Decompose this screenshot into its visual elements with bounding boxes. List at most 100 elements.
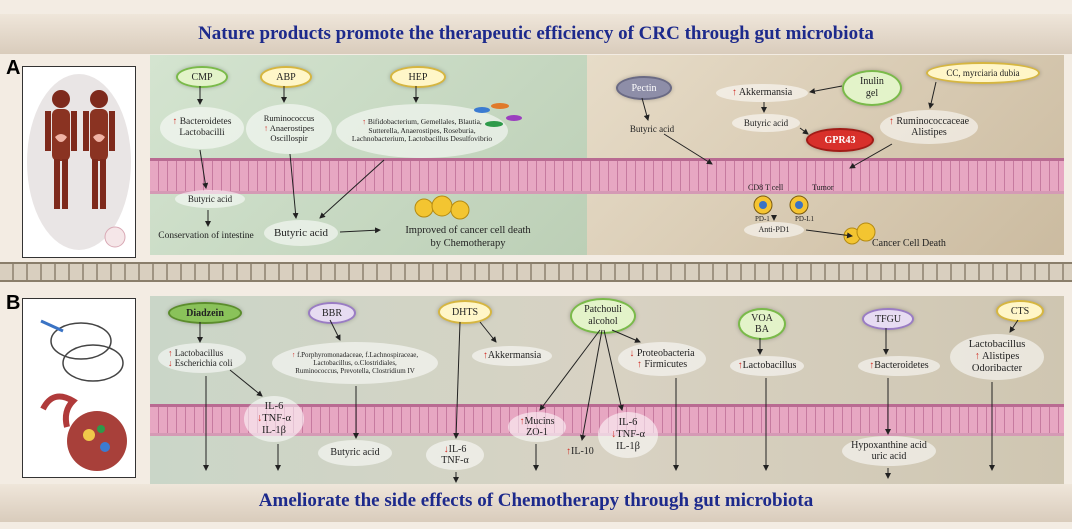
improved-text: Improved of cancer cell death by Chemoth… bbox=[384, 224, 552, 250]
cd8-text: CD8 bbox=[748, 183, 764, 192]
cmp-effect-bubble: ↑ Bacteroidetes Lactobacilli bbox=[160, 107, 244, 149]
pectin-tag: Pectin bbox=[616, 76, 672, 100]
butyric-acid-small: Butyric acid bbox=[175, 190, 245, 208]
improved-line2: by Chemotherapy bbox=[430, 238, 506, 249]
voa-tag-line2: BA bbox=[755, 324, 769, 335]
pd1-label: PD-1 bbox=[755, 215, 770, 223]
pdl1-label: PD-L1 bbox=[795, 215, 815, 223]
up-arrow-icon: ↑ bbox=[362, 117, 366, 127]
up-arrow-icon: ↑ bbox=[168, 347, 173, 358]
bottom-banner: Ameliorate the side effects of Chemother… bbox=[0, 484, 1072, 522]
butyric-acid-b: Butyric acid bbox=[318, 440, 392, 466]
zo1-text: ZO-1 bbox=[526, 427, 548, 438]
diadzein-line1: Lactobacillus bbox=[174, 347, 224, 358]
cc-tag: CC, myrciaria dubia bbox=[926, 62, 1040, 84]
il-left-2: TNF-α bbox=[262, 412, 292, 424]
il10-text: IL-10 bbox=[571, 446, 594, 457]
patchouli-tag-line1: Patchouli bbox=[584, 304, 622, 315]
cmp-tag: CMP bbox=[176, 66, 228, 88]
cd8-label: CD8 T cell bbox=[748, 183, 783, 192]
bbr-line1: f.Porphyromonadaceae, f.Lachnospiraceae, bbox=[297, 350, 419, 359]
il10-bubble: ↑IL-10 bbox=[566, 446, 594, 457]
il-left-3: IL-1β bbox=[262, 425, 286, 437]
human-silhouettes-icon bbox=[27, 74, 131, 250]
anti-pd1-bubble: Anti-PD1 bbox=[744, 222, 804, 238]
butyric-acid-big: Butyric acid bbox=[264, 220, 338, 246]
improved-line1: Improved of cancer cell death bbox=[405, 225, 531, 236]
human-figure-box bbox=[22, 66, 136, 258]
inulin-tag-line2: gel bbox=[865, 88, 879, 99]
hep-line3: Lachnobacterium, Lactobacillus Desulfovi… bbox=[351, 134, 493, 144]
mouse-intestine-icon bbox=[40, 319, 127, 471]
patchouli-tag-line2: alcohol bbox=[588, 316, 618, 327]
tfgu-effect-text: Bacteroidetes bbox=[874, 360, 929, 372]
cc-effect-bubble: ↑ Ruminococcaceae Alistipes bbox=[880, 110, 978, 144]
intestine-divider bbox=[0, 262, 1072, 282]
dhts-il1: IL-6 bbox=[448, 443, 467, 455]
up-arrow-icon: ↑ bbox=[172, 117, 178, 128]
patchouli-il3: IL-1β bbox=[616, 441, 640, 453]
hyp-line1: Hypoxanthine acid bbox=[851, 439, 927, 451]
tfgu-tag: TFGU bbox=[862, 308, 914, 330]
mucins-text: Mucins bbox=[524, 415, 555, 427]
cts-tag: CTS bbox=[996, 300, 1044, 322]
down-arrow-icon: ↓ bbox=[629, 347, 635, 359]
pectin-effect: Butyric acid bbox=[629, 124, 675, 134]
diadzein-tag: Diadzein bbox=[168, 302, 242, 324]
voa-tag-line1: VOA bbox=[751, 313, 773, 324]
inulin-tag-line1: Inulin bbox=[860, 76, 884, 87]
cc-line2: Alistipes bbox=[911, 127, 947, 138]
voa-effect: ↑Lactobacillus bbox=[730, 356, 804, 376]
panel-a-label: A bbox=[6, 57, 21, 79]
tfgu-effect: ↑Bacteroidetes bbox=[858, 356, 940, 376]
patchouli-il1: IL-6 bbox=[618, 416, 638, 428]
abp-line3: Oscillospir bbox=[270, 132, 308, 143]
tumor-label: Tumor bbox=[812, 183, 834, 192]
cts-line3: Odoribacter bbox=[971, 363, 1023, 375]
gpr43-tag: GPR43 bbox=[806, 128, 874, 152]
bbr-line2: Lactobacillus, o.Clostridiales, bbox=[313, 358, 397, 367]
top-banner: Nature products promote the therapeutic … bbox=[0, 14, 1072, 54]
cmp-effect-text: Bacteroidetes Lactobacilli bbox=[179, 117, 232, 138]
up-arrow-icon: ↑ bbox=[737, 360, 743, 372]
up-arrow-icon: ↑ bbox=[869, 360, 875, 372]
cancer-cells-icon bbox=[414, 195, 470, 220]
hep-tag: HEP bbox=[390, 66, 446, 88]
diadzein-line2: Escherichia coli bbox=[174, 358, 233, 368]
up-arrow-icon: ↑ bbox=[519, 415, 525, 427]
up-arrow-icon: ↑ bbox=[731, 87, 737, 99]
hep-line1: Bifidobacterium, Gemellales, Blautia, bbox=[367, 117, 482, 127]
down-arrow-icon: ↓ bbox=[443, 443, 449, 455]
panel-b-label: B bbox=[6, 292, 21, 314]
up-arrow-icon: ↑ bbox=[291, 350, 296, 359]
mucins-bubble: ↑Mucins ZO-1 bbox=[508, 412, 566, 442]
hyp-line2: uric acid bbox=[871, 451, 907, 462]
dhts-effect: Akkermansia bbox=[487, 350, 542, 362]
abp-line2: Anaerostipes bbox=[269, 123, 315, 134]
dhts-il: ↓IL-6 TNF-α bbox=[426, 440, 484, 470]
mouse-figure-box bbox=[22, 298, 136, 478]
tcell-text: T cell bbox=[764, 183, 784, 192]
down-arrow-icon: ↓ bbox=[168, 358, 173, 368]
abp-tag: ABP bbox=[260, 66, 312, 88]
akkermansia-text: Akkermansia bbox=[738, 87, 793, 99]
up-arrow-icon: ↑ bbox=[636, 359, 642, 370]
dhts-akkermansia: ↑Akkermansia bbox=[472, 346, 552, 366]
up-arrow-icon: ↑ bbox=[974, 350, 980, 362]
patchouli-line1: Proteobacteria bbox=[636, 347, 695, 359]
bbr-line3: Ruminococcus, Prevotella, Clostridium IV bbox=[295, 367, 415, 376]
conservation-text: Conservation of intestine bbox=[158, 231, 254, 241]
cts-effect: Lactobacillus ↑ Alistipes Odoribacter bbox=[950, 334, 1044, 380]
hypoxanthine-bubble: Hypoxanthine acid uric acid bbox=[842, 436, 936, 466]
panel-a-left-background bbox=[150, 55, 587, 255]
hep-line2: Sutterella, Anaerostipes, Roseburia, bbox=[368, 125, 476, 135]
voa-effect-text: Lactobacillus bbox=[742, 360, 797, 372]
patchouli-effect: ↓ Proteobacteria ↑ Firmicutes bbox=[618, 342, 706, 376]
tcell-icon bbox=[752, 194, 822, 221]
cts-line2: Alistipes bbox=[981, 350, 1020, 362]
hep-effect-bubble: ↑ Bifidobacterium, Gemellales, Blautia, … bbox=[336, 104, 508, 158]
patchouli-il2: TNF-α bbox=[616, 428, 646, 440]
